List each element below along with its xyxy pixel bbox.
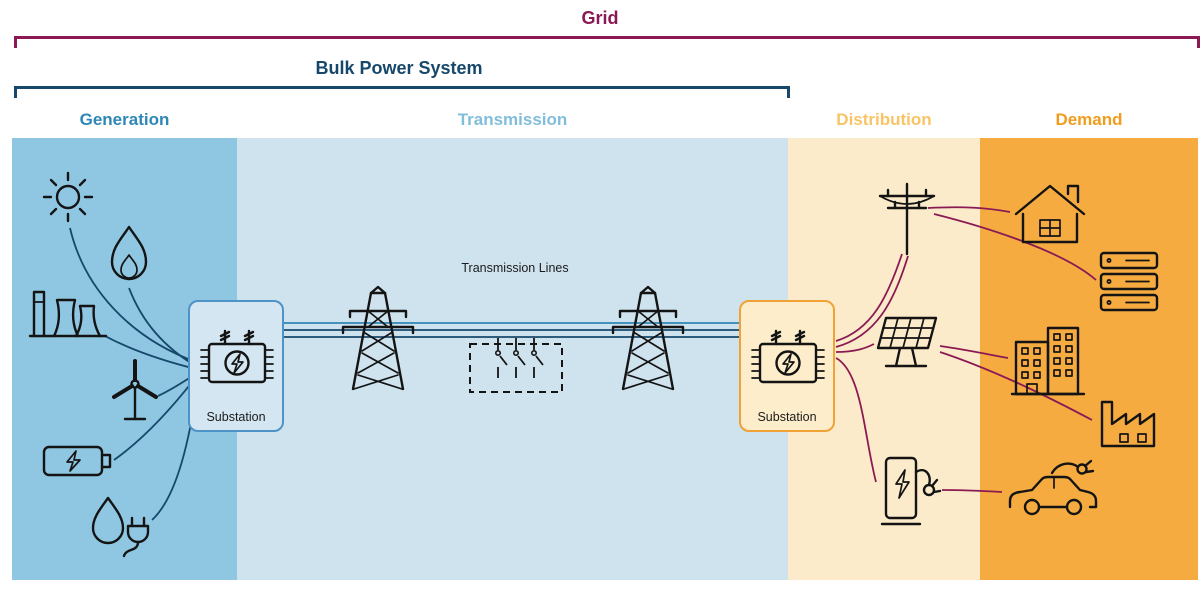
flame-icon [110,225,148,281]
sun-icon [42,171,94,223]
transmission-lines-label: Transmission Lines [461,261,569,275]
power-plant-icon [28,290,108,338]
battery-icon [42,445,112,477]
ev-charger-icon [880,456,942,526]
electric-car-icon [1008,459,1098,516]
transmission-tower-icon [341,285,415,391]
transmission-column [237,138,788,580]
bulk-power-system-title: Bulk Power System [315,58,483,78]
demand-heading: Demand [1055,110,1123,129]
distribution-heading: Distribution [836,110,932,129]
hydro-plug-icon [91,496,150,558]
substation-label: Substation [757,410,817,424]
transformer-icon [751,329,825,384]
wind-turbine-icon [112,359,158,421]
generation-heading: Generation [79,110,170,129]
bulk-power-system-bracket [14,86,790,98]
grid-bracket [14,36,1200,48]
transmission-heading: Transmission [457,110,568,129]
transformer-icon [200,329,274,384]
house-icon [1014,184,1086,244]
substation-distribution-box: Substation [739,300,835,432]
solar-panel-icon [876,316,938,368]
factory-icon [1100,400,1156,448]
transmission-tower-icon [611,285,685,391]
switchgear-dashed-box [469,338,563,393]
grid-title: Grid [581,8,619,28]
utility-pole-icon [878,182,936,256]
substation-label: Substation [206,410,266,424]
server-rack-icon [1099,251,1159,312]
substation-generation-box: Substation [188,300,284,432]
buildings-icon [1010,326,1086,396]
